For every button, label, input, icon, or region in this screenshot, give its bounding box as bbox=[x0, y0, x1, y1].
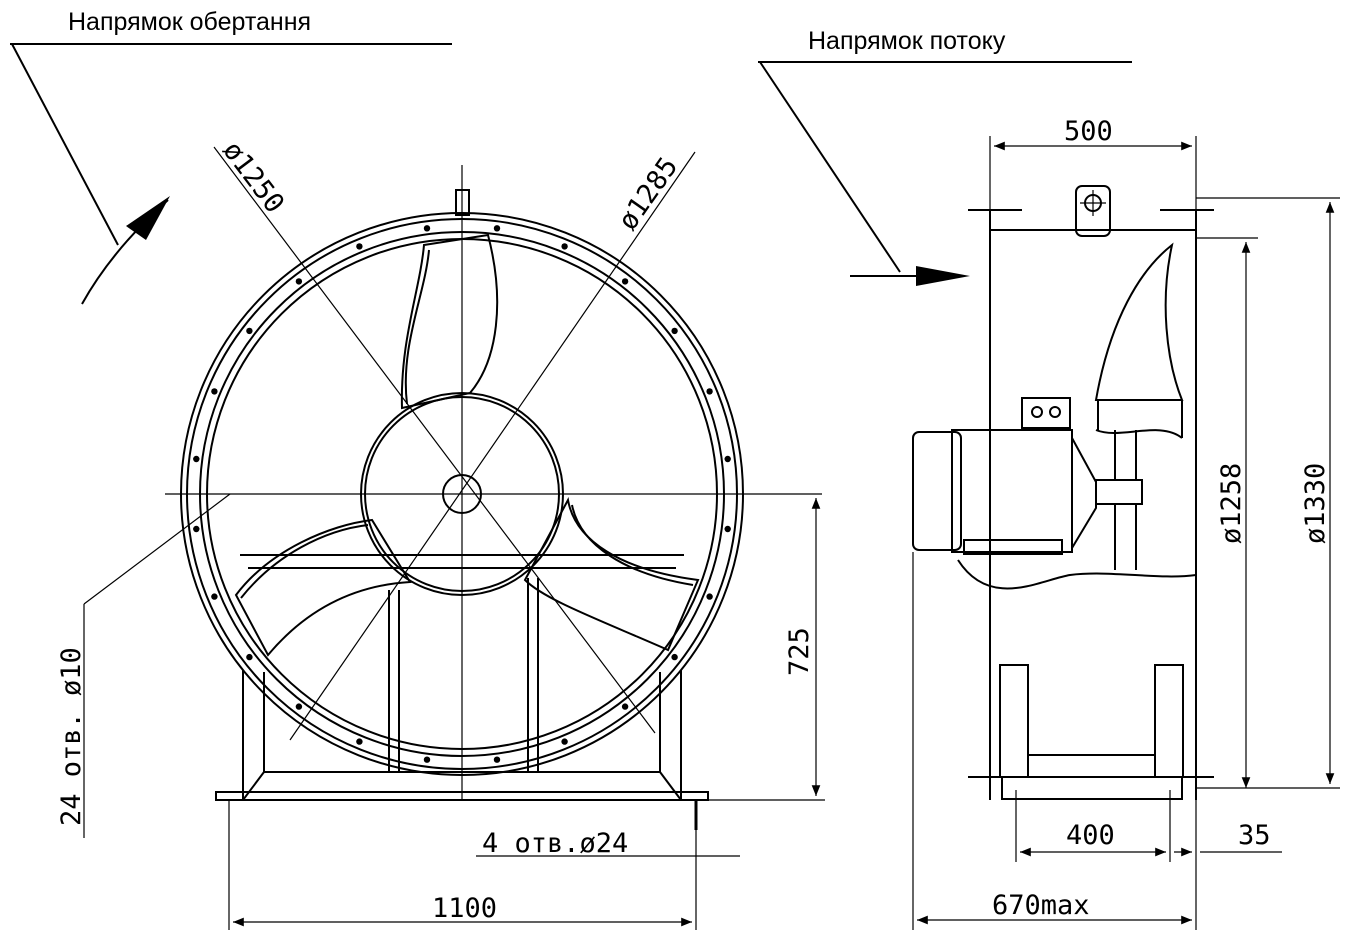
bolt-hole bbox=[671, 327, 678, 335]
motor-fan-cover bbox=[912, 431, 962, 551]
bolt-hole bbox=[423, 225, 431, 232]
rotation-leader-line bbox=[11, 43, 119, 246]
w1100-label: 1100 bbox=[432, 893, 497, 924]
bolt-hole bbox=[356, 243, 363, 250]
bolt-hole bbox=[493, 756, 501, 763]
side-lifting-lug bbox=[1075, 185, 1111, 237]
bolt-hole bbox=[724, 525, 731, 533]
bolt-hole bbox=[621, 703, 629, 710]
holes24-label: 24 отв. ø10 bbox=[56, 647, 87, 826]
bolt-hole bbox=[295, 278, 303, 285]
w670-label: 670max bbox=[992, 890, 1090, 921]
rotation-arrow-icon bbox=[126, 196, 170, 240]
motor-shaft bbox=[1095, 479, 1143, 505]
d1250-leader bbox=[213, 146, 656, 734]
bolt-hole bbox=[561, 738, 568, 745]
d1285-label: ø1285 bbox=[612, 152, 684, 236]
d1250-label: ø1250 bbox=[216, 136, 290, 220]
bolt-hole bbox=[423, 756, 431, 763]
side-view: 500 ø1258 ø1330 400 35 670max bbox=[912, 116, 1340, 930]
bolt-hole bbox=[211, 593, 218, 600]
hub-circle bbox=[360, 392, 564, 596]
bolt-hole bbox=[193, 455, 200, 463]
side-base-plate bbox=[1001, 776, 1183, 800]
d1258-label: ø1258 bbox=[1216, 463, 1247, 544]
bolt-hole bbox=[671, 653, 678, 661]
fan-blade-top-edge bbox=[404, 249, 430, 405]
top-lifting-lug bbox=[455, 189, 470, 216]
side-stand-leg-left bbox=[999, 664, 1029, 778]
bolt-hole bbox=[706, 388, 713, 395]
bolt-hole bbox=[561, 243, 568, 250]
stand-gusset-left bbox=[242, 771, 265, 801]
flow-arrow-icon bbox=[916, 266, 970, 286]
w500-label: 500 bbox=[1064, 116, 1113, 147]
fan-blade-right-edge bbox=[571, 504, 694, 586]
bolt-hole bbox=[493, 225, 501, 232]
fan-blade-left-edge bbox=[240, 524, 369, 599]
motor-body bbox=[951, 429, 1073, 553]
side-blade-profile bbox=[1094, 242, 1184, 401]
base-plate bbox=[215, 791, 709, 801]
flow-leader-line bbox=[759, 61, 901, 273]
terminal-box bbox=[1021, 397, 1071, 429]
outer-flange-circle bbox=[180, 212, 744, 776]
motor-flange bbox=[1071, 437, 1097, 549]
side-stand-leg-right bbox=[1154, 664, 1184, 778]
bolt-hole bbox=[246, 653, 253, 661]
front-view: ø1250 ø1285 24 отв. ø10 bbox=[56, 136, 825, 930]
bolt-hole bbox=[193, 525, 200, 533]
holes24-leader bbox=[83, 493, 231, 605]
bolt-hole bbox=[706, 593, 713, 600]
bolt-hole bbox=[621, 278, 629, 285]
flow-direction-caption: Напрямок потоку bbox=[808, 27, 1006, 55]
shaft-circle bbox=[442, 474, 482, 514]
bolt-hole bbox=[356, 738, 363, 745]
flow-caption-group: Напрямок потоку bbox=[758, 27, 1132, 286]
holes4-label: 4 отв.ø24 bbox=[482, 828, 628, 859]
side-break-line bbox=[957, 559, 1197, 590]
terminal-bolt-right bbox=[1049, 406, 1061, 418]
bolt-hole bbox=[724, 455, 731, 463]
w35-label: 35 bbox=[1238, 820, 1271, 851]
motor-foot bbox=[963, 539, 1063, 555]
fan-blade-top bbox=[400, 233, 499, 410]
d1285-leader bbox=[289, 151, 696, 741]
bolt-hole bbox=[246, 327, 253, 335]
bolt-holes bbox=[193, 225, 731, 763]
bolt-hole bbox=[211, 388, 218, 395]
fan-blade-left bbox=[234, 518, 412, 657]
rotation-caption-group: Напрямок обертання bbox=[10, 8, 452, 305]
stand-gusset-right bbox=[659, 771, 682, 801]
d1330-label: ø1330 bbox=[1300, 463, 1331, 544]
flange-inner-edge bbox=[186, 218, 738, 770]
bolt-circle-ring bbox=[199, 231, 725, 757]
terminal-bolt-left bbox=[1031, 406, 1043, 418]
hub-inner-circle bbox=[364, 396, 560, 592]
h725-label: 725 bbox=[784, 627, 815, 676]
rotation-direction-caption: Напрямок обертання bbox=[68, 8, 311, 36]
side-blade-break bbox=[1095, 429, 1183, 439]
bolt-hole bbox=[295, 703, 303, 710]
w400-label: 400 bbox=[1066, 820, 1115, 851]
fan-blade-right bbox=[523, 496, 700, 652]
